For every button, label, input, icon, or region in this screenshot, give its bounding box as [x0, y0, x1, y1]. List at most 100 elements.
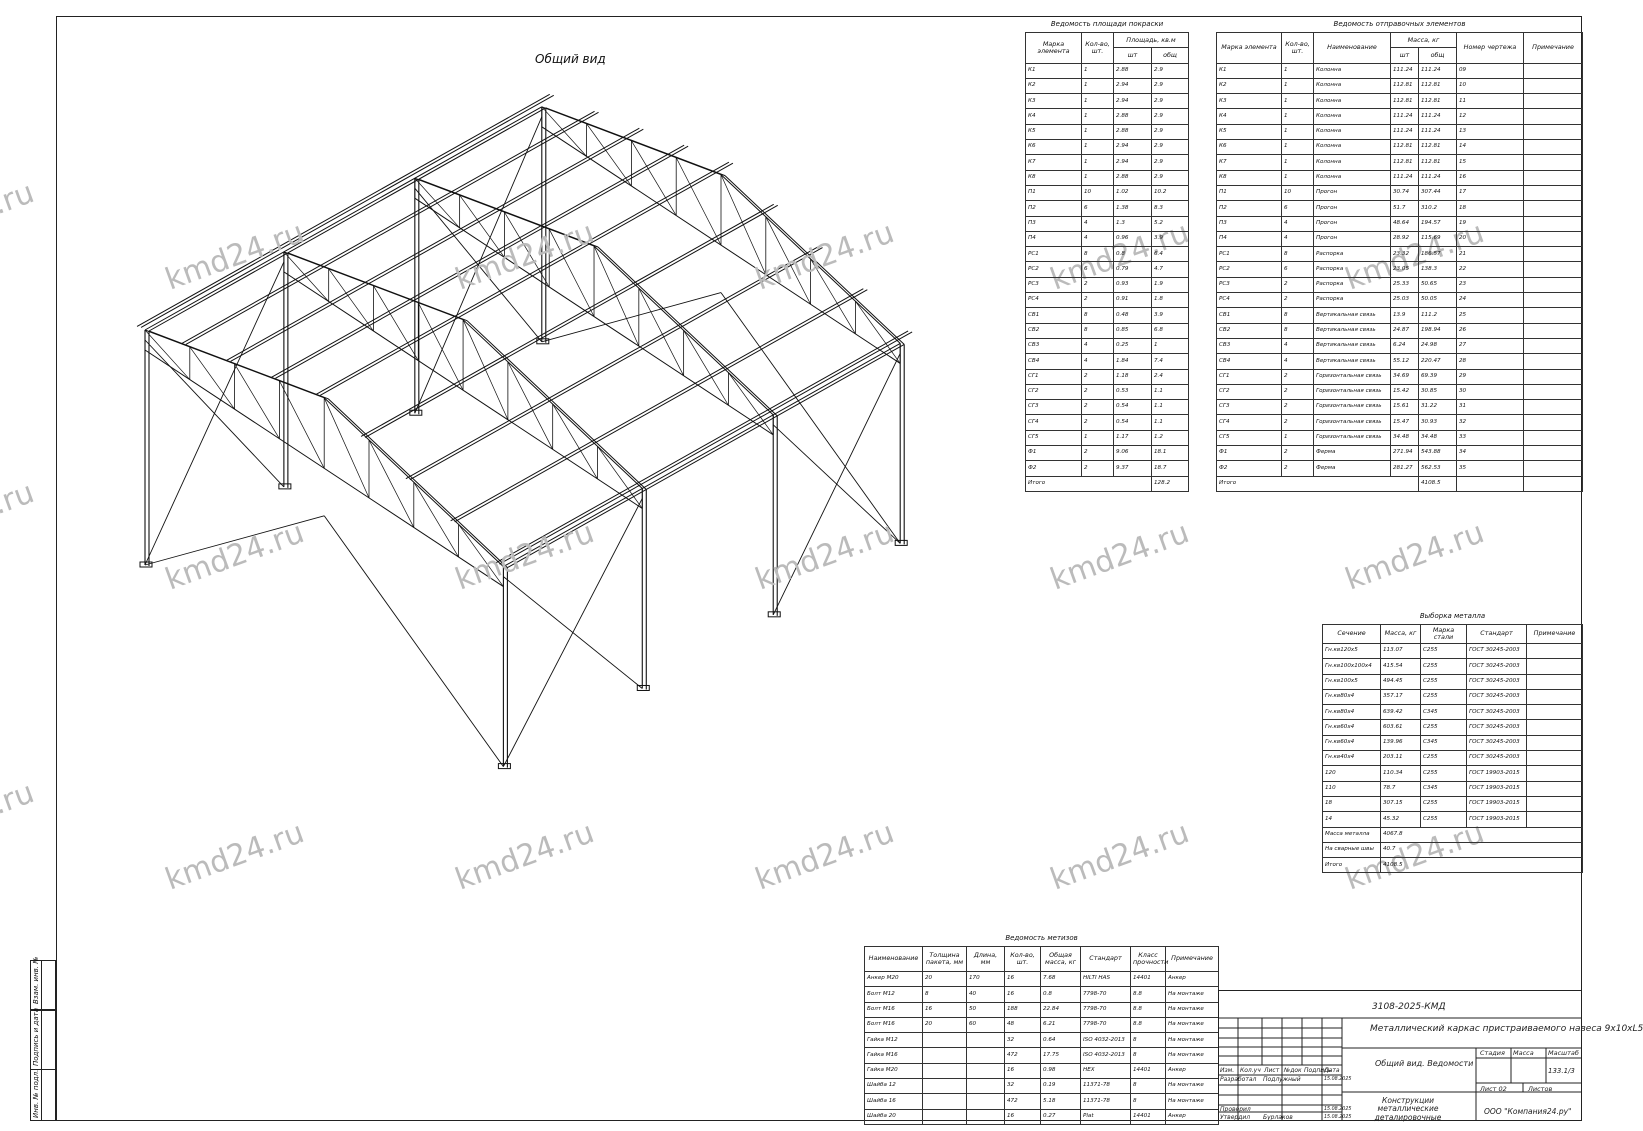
table-cell: К2	[1216, 77, 1282, 95]
table-cell: 1.17	[1113, 429, 1152, 447]
table-cell-empty	[1522, 154, 1584, 171]
eaves-beam	[503, 342, 901, 568]
table-cell: 2.9	[1150, 77, 1190, 95]
table-cell: 1.1	[1150, 383, 1190, 401]
table-cell: 8.8	[1130, 1016, 1166, 1034]
column-header: Марка стали	[1420, 624, 1467, 644]
table-cell: 50.05	[1418, 292, 1457, 309]
table-cell: 8	[1081, 307, 1114, 324]
table-cell: 6	[1281, 200, 1314, 217]
table-cell: 4.7	[1150, 261, 1190, 278]
table-cell: 112.81	[1418, 93, 1457, 110]
table-cell: К5	[1025, 123, 1082, 141]
table-cell: 11371-78	[1080, 1093, 1131, 1110]
table-cell: На монтаже	[1164, 1032, 1220, 1049]
truss-top-chord	[148, 330, 329, 400]
table-cell: ГОСТ 30245-2003	[1466, 642, 1527, 660]
column-header: Марка элемента	[1216, 32, 1282, 64]
table-cell: 9.06	[1113, 445, 1152, 462]
table-cell: 1	[1281, 77, 1314, 95]
table-cell: 48.64	[1390, 215, 1419, 232]
table-cell: 14	[1456, 139, 1524, 156]
end-bracing	[541, 292, 722, 343]
table-cell: 15.42	[1390, 383, 1419, 401]
table-cell: 1	[1281, 62, 1314, 79]
column-header: Длина, мм	[966, 946, 1005, 972]
table-cell: 186.57	[1418, 246, 1457, 263]
purlin	[409, 247, 823, 481]
table-cell: 18	[1322, 795, 1381, 813]
table-cell: 4	[1281, 337, 1314, 355]
table-cell: Болт М16	[864, 1016, 923, 1034]
table-cell: Шайба 16	[864, 1093, 923, 1110]
side-stamp-row1	[30, 960, 56, 1010]
table-cell: Ферма	[1313, 460, 1391, 477]
table-cell: 2.9	[1150, 62, 1190, 79]
table-cell: 1	[1081, 123, 1114, 141]
table-cell: Вертикальная связь	[1313, 322, 1391, 339]
truss-top-chord	[418, 178, 599, 248]
table-cell: 69.39	[1418, 368, 1457, 385]
table-cell: РС4	[1216, 292, 1282, 309]
table-cell: 7798-70	[1080, 1001, 1131, 1018]
table-cell	[966, 1108, 1005, 1125]
purlin	[499, 331, 913, 565]
table-cell: СГ5	[1025, 429, 1082, 447]
vertical-bracing	[144, 339, 285, 488]
column-header: общ	[1150, 47, 1190, 64]
table-cell: 14	[1322, 811, 1381, 828]
table-cell: 13.9	[1390, 307, 1419, 324]
table-cell: Гн.кв60х4	[1322, 734, 1381, 752]
table-cell: 32	[1004, 1078, 1041, 1095]
table-caption: Ведомость отправочных элементов	[1333, 19, 1466, 28]
column-header: Толщина пакета, мм	[922, 946, 967, 972]
table-cell: П1	[1216, 184, 1282, 202]
table-cell: СГ2	[1216, 383, 1282, 401]
purlin	[230, 128, 644, 362]
table-cell: Гн.кв100х100х4	[1322, 658, 1381, 675]
table-cell: 14401	[1130, 970, 1166, 988]
table-cell: 5.18	[1040, 1093, 1081, 1110]
table-cell: ГОСТ 30245-2003	[1466, 688, 1527, 706]
table-cell: 112.81	[1390, 93, 1419, 110]
table-cell: 8	[1130, 1047, 1166, 1064]
table-cell: П2	[1025, 200, 1082, 217]
summary-value: 4067.8	[1379, 826, 1584, 843]
table-cell: Колонна	[1313, 108, 1391, 125]
table-cell: 2	[1081, 292, 1114, 309]
column-header: Номер чертежа	[1456, 32, 1524, 64]
table-cell: СВ4	[1216, 353, 1282, 370]
truss-diagonal	[144, 329, 191, 380]
truss-diagonal	[765, 216, 811, 305]
column-header: Стандарт	[1466, 624, 1527, 644]
truss-diagonal	[548, 228, 595, 317]
table-cell: Гайка М12	[864, 1032, 923, 1049]
table-cell: 10	[1456, 77, 1524, 95]
table-cell: 20	[1456, 230, 1524, 248]
table-cell: 2	[1281, 399, 1314, 416]
table-cell: 1.18	[1113, 368, 1152, 385]
purlin	[316, 161, 730, 395]
table-cell-empty	[1525, 658, 1584, 675]
table-cell: Ф1	[1025, 445, 1082, 462]
table-cell: ГОСТ 30245-2003	[1466, 658, 1527, 675]
table-cell: С255	[1420, 658, 1467, 675]
table-cell: 2.9	[1150, 169, 1190, 186]
table-cell: 1	[1281, 429, 1314, 447]
truss-diagonal	[855, 300, 901, 364]
truss-diagonal	[373, 285, 419, 361]
table-cell: 09	[1456, 62, 1524, 79]
